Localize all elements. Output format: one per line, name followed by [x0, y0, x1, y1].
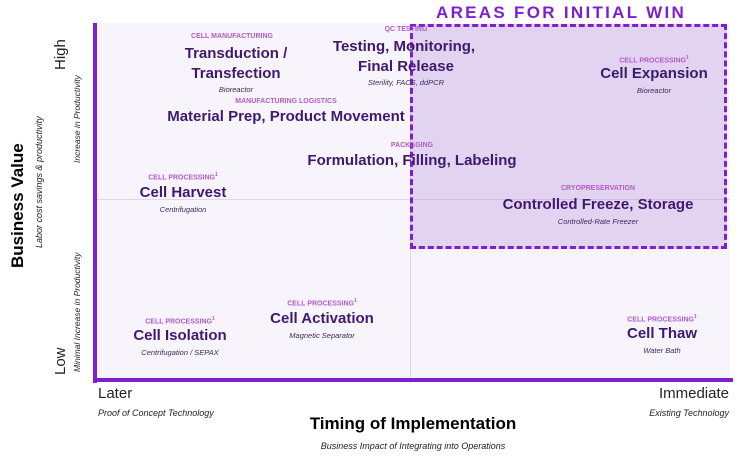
y-axis-subtitle: Labor cost savings & productivity — [34, 116, 44, 248]
y-axis-low-label: Low — [52, 347, 69, 375]
transduction-title-line1: Transduction / — [184, 45, 288, 62]
expansion-detail: Bioreactor — [636, 86, 672, 95]
freeze-category: CRYOPRESERVATION — [560, 185, 636, 192]
activation-detail: Magnetic Separator — [289, 331, 355, 340]
freeze-detail: Controlled-Rate Freezer — [557, 217, 639, 226]
qc-title-line1: Testing, Monitoring, — [332, 38, 476, 55]
x-axis-subtitle: Business Impact of Integrating into Oper… — [320, 441, 506, 451]
material-title: Material Prep, Product Movement — [167, 108, 405, 125]
freeze-title: Controlled Freeze, Storage — [502, 196, 694, 213]
expansion-title: Cell Expansion — [600, 65, 708, 82]
transduction-detail: Bioreactor — [218, 85, 254, 94]
initial-win-area — [410, 24, 727, 249]
x-axis-title: Timing of Implementation — [309, 414, 517, 433]
x-axis-left-note: Proof of Concept Technology — [98, 408, 214, 418]
activation-category: CELL PROCESSING1 — [287, 298, 357, 308]
y-axis-line — [93, 23, 97, 383]
initial-win-banner: AREAS FOR INITIAL WIN — [436, 3, 687, 22]
qc-detail: Sterility, FACS, ddPCR — [368, 78, 444, 87]
harvest-category: CELL PROCESSING1 — [148, 172, 218, 182]
isolation-detail: Centrifugation / SEPAX — [141, 348, 219, 357]
thaw-category: CELL PROCESSING1 — [627, 314, 697, 324]
x-axis-left-label: Later — [98, 385, 133, 402]
packaging-title: Formulation, Filling, Labeling — [307, 152, 517, 169]
horizontal-divider — [97, 199, 730, 200]
transduction-title-line2: Transfection — [191, 65, 281, 82]
harvest-title: Cell Harvest — [139, 184, 227, 201]
thaw-title: Cell Thaw — [626, 325, 698, 342]
qc-category: QC TESTING — [384, 26, 428, 33]
y-axis-high-label: High — [52, 39, 69, 70]
harvest-detail: Centrifugation — [159, 205, 207, 214]
qc-title-line2: Final Release — [358, 58, 454, 75]
x-axis-right-label: Immediate — [658, 385, 729, 402]
x-axis-right-note: Existing Technology — [649, 408, 729, 418]
thaw-detail: Water Bath — [643, 346, 681, 355]
isolation-title: Cell Isolation — [133, 327, 227, 344]
y-axis-low-note: Minimal Increase in Productivity — [72, 252, 82, 372]
material-category: MANUFACTURING LOGISTICS — [235, 98, 337, 105]
transduction-category: CELL MANUFACTURING — [191, 33, 273, 40]
x-axis-line — [93, 378, 733, 382]
isolation-category: CELL PROCESSING1 — [145, 316, 215, 326]
expansion-category: CELL PROCESSING1 — [619, 55, 689, 65]
y-axis-title: Business Value — [8, 143, 27, 268]
y-axis-high-note: Increase in Productivity — [72, 75, 82, 163]
activation-title: Cell Activation — [270, 310, 374, 327]
packaging-category: PACKAGING — [390, 142, 434, 149]
